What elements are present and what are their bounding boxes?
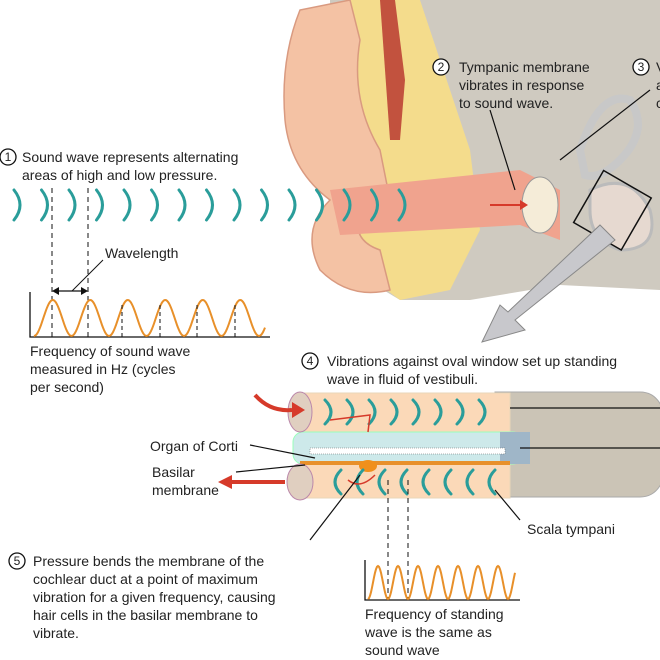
freq-sound-label: Frequency of sound wave (30, 343, 191, 359)
wave-arc (367, 398, 377, 426)
callout-arrow (481, 224, 616, 343)
wave-arc (421, 468, 431, 496)
wave-arc (287, 188, 297, 222)
scala-tympani-label: Scala tympani (527, 521, 615, 537)
svg-text:Pressure bends the membrane of: Pressure bends the membrane of the (33, 553, 264, 569)
wave-arc (150, 188, 159, 222)
organ-of-corti-label: Organ of Corti (150, 438, 238, 454)
wave-arc (12, 188, 22, 222)
wave-arc (205, 188, 214, 222)
wave-arc (455, 398, 465, 426)
svg-text:Tympanic membrane: Tympanic membrane (459, 59, 590, 75)
svg-text:c: c (656, 95, 660, 111)
wave-arc (333, 468, 343, 496)
svg-text:Sound wave represents alternat: Sound wave represents alternating (22, 149, 238, 165)
wave-arc (399, 468, 409, 496)
wave-arc (122, 188, 132, 222)
svg-text:cochlear duct at a point of ma: cochlear duct at a point of maximum (33, 571, 258, 587)
standing-frequency-wave (367, 564, 516, 601)
step-3: 3 V a c (632, 58, 660, 111)
wave-arc (342, 188, 352, 222)
freq-standing-label: Frequency of standing (365, 606, 504, 622)
svg-text:2: 2 (438, 60, 445, 74)
leader-line (559, 89, 651, 161)
wave-arc (397, 188, 407, 222)
oval-window-arrow (253, 393, 293, 413)
basilar-membrane-label: membrane (152, 482, 219, 498)
wave-arc (260, 188, 269, 222)
step-2: 2 Tympanic membrane vibrates in response… (432, 58, 590, 111)
freq-sound-label: measured in Hz (cycles (30, 361, 176, 377)
wave-arc (477, 398, 487, 426)
wave-arc (355, 468, 365, 496)
wavelength-label: Wavelength (105, 245, 178, 261)
svg-text:V: V (656, 59, 660, 75)
svg-text:hair cells in the basilar memb: hair cells in the basilar membrane to (33, 607, 258, 623)
sound-wave (12, 188, 407, 222)
standing-wave (323, 398, 497, 496)
wave-arc (323, 398, 333, 426)
freq-standing-label: wave is the same as (364, 624, 492, 640)
svg-text:1: 1 (5, 150, 12, 164)
leader-line (489, 109, 516, 191)
svg-text:4: 4 (307, 354, 314, 368)
wave-arc (177, 188, 187, 222)
svg-text:to sound wave.: to sound wave. (459, 95, 553, 111)
svg-text:a: a (656, 77, 660, 93)
step-1: 1 Sound wave represents alternating area… (0, 148, 238, 183)
wave-arc (411, 398, 421, 426)
freq-standing-label: sound wave (365, 642, 440, 658)
svg-text:vibrates in response: vibrates in response (459, 77, 585, 93)
step-5: 5 Pressure bends the membrane of the coc… (8, 552, 276, 641)
svg-text:vibrate.: vibrate. (33, 625, 79, 641)
wave-arc (443, 468, 453, 496)
ear-illustration (283, 0, 660, 300)
wave-arc (40, 188, 49, 222)
svg-text:Vibrations against oval window: Vibrations against oval window set up st… (327, 353, 617, 369)
svg-text:vibration for a given frequenc: vibration for a given frequency, causing (33, 589, 276, 605)
wave-arc (67, 188, 77, 222)
svg-text:3: 3 (638, 60, 645, 74)
wave-arc (487, 468, 497, 496)
plot-axes (29, 292, 270, 338)
wave-arc (377, 468, 387, 496)
wave-arc (433, 398, 443, 426)
wave-arc (345, 398, 355, 426)
basilar-membrane-label: Basilar (152, 464, 195, 480)
wave-arc (95, 188, 104, 222)
sound-frequency-wave (33, 298, 266, 338)
svg-text:5: 5 (14, 554, 21, 568)
step-4: 4 Vibrations against oval window set up … (301, 352, 617, 387)
wave-arc (232, 188, 242, 222)
wave-arc (465, 468, 475, 496)
svg-text:wave in fluid of vestibuli.: wave in fluid of vestibuli. (326, 371, 478, 387)
wave-arc (315, 188, 324, 222)
svg-text:areas of high and low pressure: areas of high and low pressure. (22, 167, 217, 183)
wave-arc (370, 188, 379, 222)
wave-arc (389, 398, 399, 426)
freq-sound-label: per second) (30, 379, 104, 395)
